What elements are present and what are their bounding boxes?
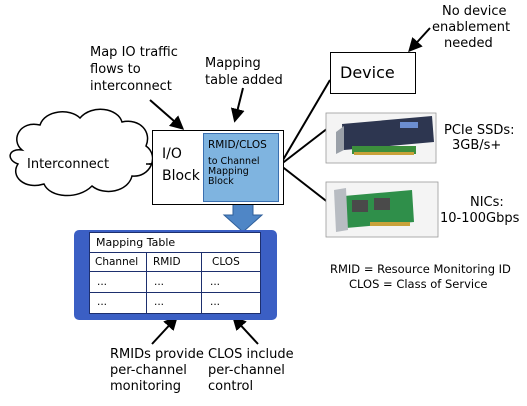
interconnect-cloud: [9, 108, 154, 197]
down-block-arrow: [222, 202, 264, 233]
io-block-line2: Block: [162, 168, 200, 184]
arrow-clos: [232, 315, 259, 345]
arrow-rmids: [151, 315, 178, 345]
pcie-label-line1: PCIe SSDs:: [444, 123, 515, 138]
overlay-line-4: Block: [208, 176, 234, 187]
table-cell-r1-c3: ...: [210, 276, 221, 288]
no-device-line-1: No device: [442, 4, 507, 19]
overlay-line-1: RMID/CLOS: [208, 139, 267, 151]
rmids-provide-line-2: per-channel: [110, 363, 187, 378]
nic-label-line1: NICs:: [470, 195, 504, 210]
table-hline-3: [89, 292, 261, 293]
table-cell-r1-c1: ...: [97, 276, 108, 288]
clos-include-line-2: per-channel: [208, 363, 285, 378]
rmids-provide-line-3: monitoring: [110, 379, 181, 394]
no-device-line-3: needed: [444, 36, 493, 51]
arrow-mapping-added: [230, 87, 245, 123]
rmid-clos-mapping-block: [203, 133, 279, 202]
clos-include-line-1: CLOS include: [208, 347, 294, 362]
map-io-line-2: flows to: [90, 62, 141, 77]
table-cell-r2-c2: ...: [154, 296, 165, 308]
table-header-clos: CLOS: [212, 256, 240, 268]
table-hline-1: [89, 252, 261, 253]
legend-clos: CLOS = Class of Service: [349, 277, 488, 291]
interconnect-label: Interconnect: [27, 157, 110, 172]
overlay-line-3: Mapping: [208, 166, 249, 177]
arrow-map-io: [149, 99, 185, 130]
nic-image: [325, 181, 439, 238]
rmids-provide-line-1: RMIDs provide: [110, 347, 204, 362]
io-to-pcie-line: [279, 127, 329, 166]
clos-include-line-3: control: [208, 379, 254, 394]
table-header-rmid: RMID: [153, 256, 181, 268]
io-to-device-line: [279, 79, 331, 166]
map-io-line-3: interconnect: [90, 79, 172, 94]
mapping-table-title: Mapping Table: [96, 236, 176, 249]
table-vline-2: [201, 252, 202, 314]
map-io-line-1: Map IO traffic: [90, 45, 178, 60]
io-to-nic-line: [279, 164, 335, 208]
mapping-added-line-1: Mapping: [205, 56, 261, 71]
nic-label-line2: 10-100Gbps: [440, 211, 520, 226]
device-box: [330, 52, 416, 94]
table-cell-r2-c3: ...: [210, 296, 221, 308]
table-cell-r2-c1: ...: [97, 296, 108, 308]
arrow-no-device: [408, 27, 431, 53]
overlay-line-2: to Channel: [208, 156, 260, 167]
table-vline-1: [146, 252, 147, 314]
device-label: Device: [340, 63, 395, 82]
table-header-channel: Channel: [95, 256, 139, 268]
mapping-table: [89, 232, 261, 314]
table-cell-r1-c2: ...: [154, 276, 165, 288]
no-device-line-2: enablement: [432, 20, 511, 35]
io-block-line1: I/O: [162, 146, 182, 162]
legend-rmid: RMID = Resource Monitoring ID: [330, 262, 511, 276]
mapping-added-line-2: table added: [205, 73, 283, 88]
pcie-label-line2: 3GB/s+: [452, 138, 502, 153]
pcie-ssd-image: [325, 112, 437, 164]
table-hline-2: [89, 271, 261, 272]
